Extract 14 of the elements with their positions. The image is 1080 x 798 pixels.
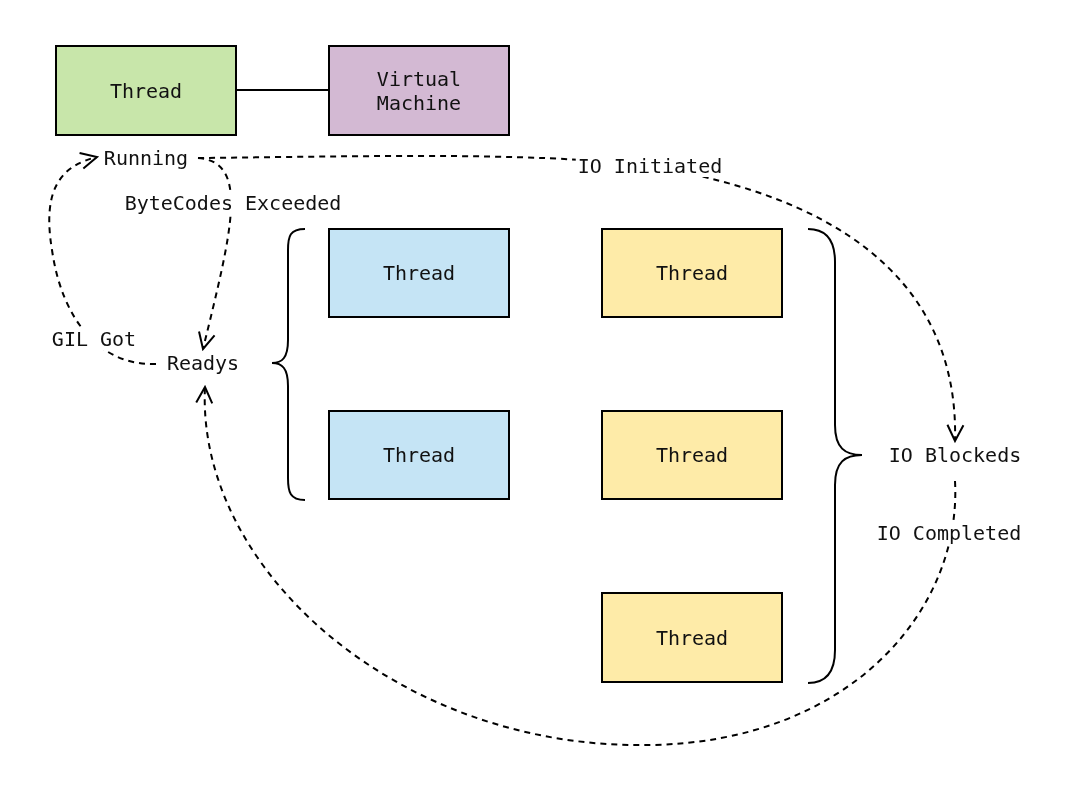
thread-box: Virtual Machine bbox=[328, 45, 510, 136]
dashed-arrow bbox=[48, 152, 157, 365]
thread-box: Thread bbox=[601, 410, 783, 500]
state-label: Running bbox=[103, 146, 189, 170]
dashed-arrow bbox=[197, 157, 232, 350]
thread-box: Thread bbox=[55, 45, 237, 136]
thread-box: Thread bbox=[601, 592, 783, 683]
connector-line bbox=[236, 89, 329, 91]
state-label: Readys bbox=[166, 351, 240, 375]
thread-box: Thread bbox=[601, 228, 783, 318]
thread-box: Thread bbox=[328, 228, 510, 318]
dashed-arrow bbox=[196, 386, 956, 746]
thread-box: Thread bbox=[328, 410, 510, 500]
state-label: IO Blockeds bbox=[888, 443, 1022, 467]
